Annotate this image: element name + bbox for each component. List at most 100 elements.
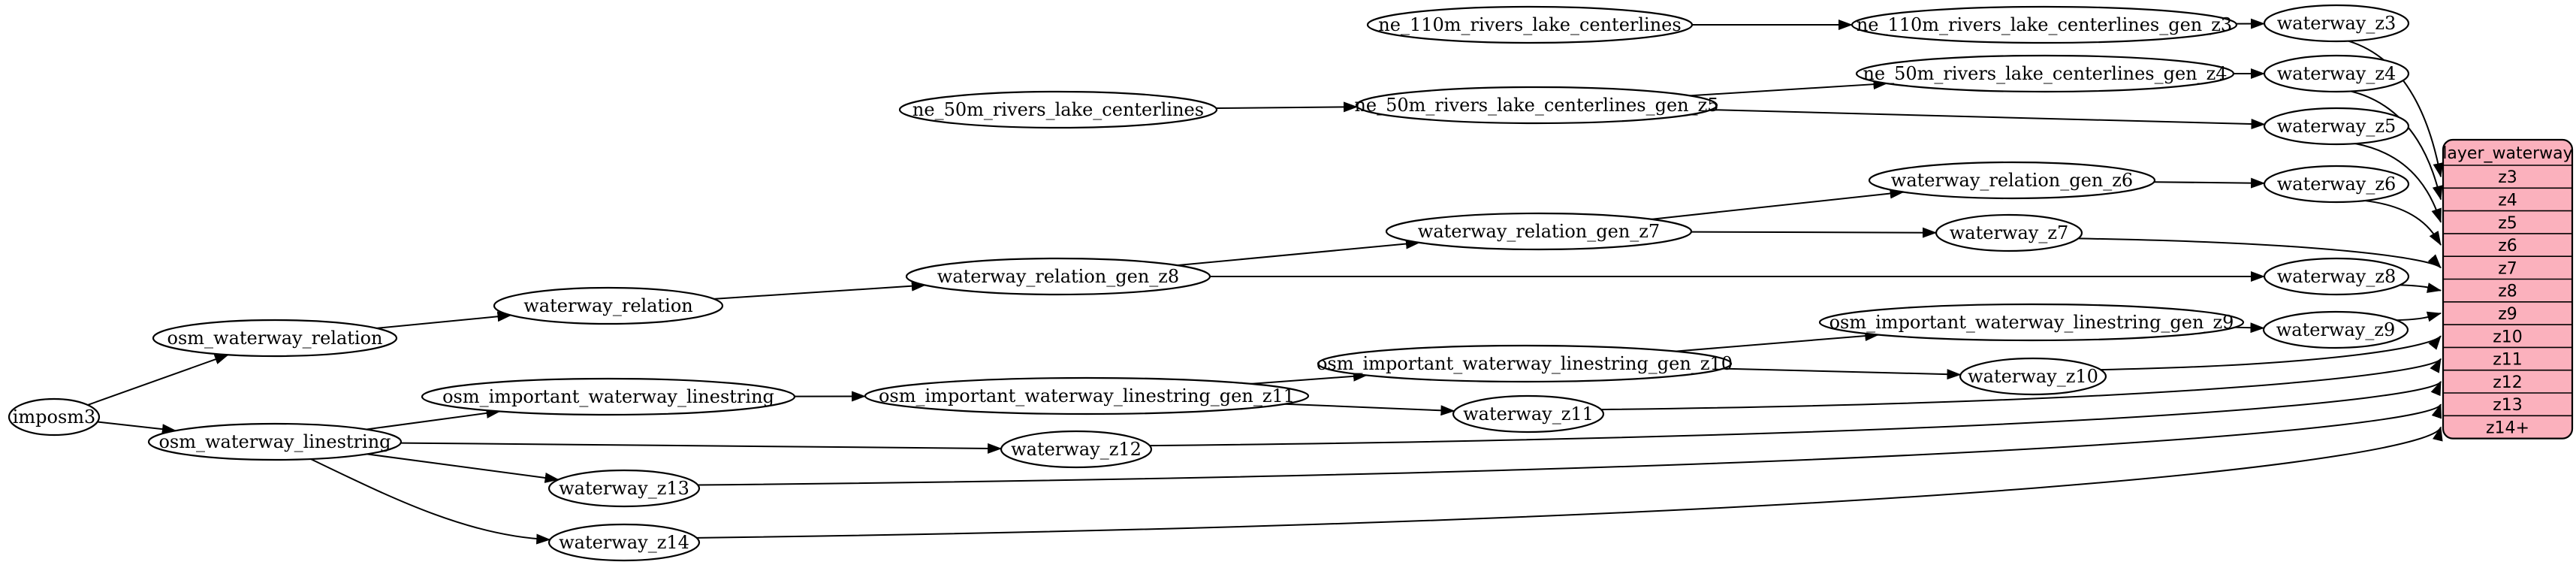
node-shape-osm_important_waterway_linestring_gen_z11 — [864, 376, 1310, 415]
edge-osm_important_waterway_linestring_gen_z10-to-waterway_z10 — [1723, 367, 1962, 380]
node-shape-waterway_relation_gen_z6 — [1868, 161, 2156, 200]
node-shape-waterway_z5 — [2263, 107, 2410, 146]
edge-osm_waterway_relation-to-waterway_relation — [376, 311, 512, 329]
node-label-waterway_relation_gen_z7: waterway_relation_gen_z7 — [1418, 221, 1660, 242]
edge-waterway_relation_gen_z8-to-waterway_relation_gen_z7 — [1177, 238, 1420, 267]
node-label-waterway_z12: waterway_z12 — [1011, 439, 1142, 460]
node-osm_important_waterway_linestring_gen_z10: osm_important_waterway_linestring_gen_z1… — [1317, 344, 1733, 383]
node-shape-ne_110m_rivers_lake_centerlines — [1366, 5, 1694, 44]
edge-imposm3-to-osm_waterway_linestring — [97, 421, 176, 435]
node-waterway_z11: waterway_z11 — [1452, 394, 1605, 434]
node-shape-osm_waterway_relation — [152, 319, 398, 358]
edge-waterway_z14-to-z14+ — [696, 426, 2443, 539]
layer-waterway-table: layer_waterwayz3z4z5z6z7z8z9z10z11z12z13… — [2442, 138, 2574, 440]
edge-waterway_z12-to-z12 — [1149, 380, 2442, 447]
node-waterway_relation: waterway_relation — [493, 286, 724, 325]
node-label-osm_important_waterway_linestring_gen_z9: osm_important_waterway_linestring_gen_z9 — [1829, 312, 2234, 333]
node-label-osm_important_waterway_linestring_gen_z10: osm_important_waterway_linestring_gen_z1… — [1317, 353, 1733, 374]
node-waterway_z13: waterway_z13 — [547, 469, 701, 508]
edge-waterway_z11-to-z11 — [1600, 358, 2442, 411]
node-shape-waterway_z11 — [1452, 394, 1605, 434]
node-shape-waterway_z7 — [1935, 213, 2083, 252]
node-label-waterway_relation_gen_z6: waterway_relation_gen_z6 — [1891, 170, 2133, 191]
node-label-waterway_z8: waterway_z8 — [2277, 266, 2397, 287]
node-shape-waterway_z6 — [2263, 165, 2410, 204]
node-label-waterway_z11: waterway_z11 — [1463, 403, 1594, 425]
edge-waterway_z13-to-z13 — [698, 403, 2442, 486]
node-label-waterway_z7: waterway_z7 — [1950, 222, 2069, 243]
node-shape-waterway_relation_gen_z7 — [1385, 212, 1693, 251]
table-row-z9: z9 — [2498, 305, 2517, 324]
table-row-z11: z11 — [2493, 351, 2523, 370]
node-waterway_z5: waterway_z5 — [2263, 107, 2410, 146]
table-row-z8: z8 — [2498, 282, 2517, 301]
node-label-ne_50m_rivers_lake_centerlines: ne_50m_rivers_lake_centerlines — [912, 99, 1204, 120]
node-waterway_z8: waterway_z8 — [2263, 257, 2410, 296]
node-waterway_z9: waterway_z9 — [2262, 310, 2409, 349]
node-shape-imposm3 — [8, 397, 101, 437]
node-shape-ne_50m_rivers_lake_centerlines_gen_z5 — [1355, 86, 1718, 125]
edge-waterway_z9-to-z9 — [2397, 311, 2442, 322]
node-label-waterway_z14: waterway_z14 — [559, 532, 689, 553]
node-osm_waterway_linestring: osm_waterway_linestring — [147, 422, 403, 461]
node-imposm3: imposm3 — [8, 397, 101, 437]
nodes-layer: imposm3osm_waterway_relationosm_waterway… — [8, 4, 2410, 562]
edge-waterway_z6-to-z6 — [2364, 200, 2442, 246]
node-label-waterway_z3: waterway_z3 — [2277, 13, 2397, 34]
table-title: layer_waterway — [2442, 144, 2572, 163]
node-osm_important_waterway_linestring_gen_z11: osm_important_waterway_linestring_gen_z1… — [864, 376, 1310, 415]
table-row-z14+: z14+ — [2486, 418, 2529, 437]
edge-osm_waterway_linestring-to-waterway_z12 — [400, 442, 1003, 454]
node-shape-waterway_z14 — [547, 523, 701, 562]
edge-waterway_z10-to-z10 — [2101, 335, 2442, 371]
node-waterway_z3: waterway_z3 — [2263, 4, 2410, 43]
edge-waterway_z5-to-z5 — [2355, 143, 2442, 223]
node-label-waterway_z4: waterway_z4 — [2277, 63, 2397, 84]
edge-ne_50m_rivers_lake_centerlines_gen_z5-to-waterway_z5 — [1711, 109, 2266, 130]
edge-ne_50m_rivers_lake_centerlines_gen_z5-to-ne_50m_rivers_lake_centerlines_gen_z4 — [1689, 79, 1888, 97]
node-shape-ne_110m_rivers_lake_centerlines_gen_z3 — [1851, 5, 2238, 44]
node-shape-osm_important_waterway_linestring — [421, 377, 796, 416]
node-shape-waterway_z10 — [1959, 357, 2107, 396]
node-label-ne_110m_rivers_lake_centerlines: ne_110m_rivers_lake_centerlines — [1378, 14, 1681, 35]
node-label-osm_important_waterway_linestring: osm_important_waterway_linestring — [442, 386, 774, 407]
edge-waterway_z7-to-z7 — [2078, 237, 2442, 269]
node-waterway_z7: waterway_z7 — [1935, 213, 2083, 252]
node-label-waterway_z5: waterway_z5 — [2277, 116, 2397, 137]
node-shape-waterway_z9 — [2262, 310, 2409, 349]
table-row-z5: z5 — [2498, 214, 2517, 233]
edge-waterway_relation_gen_z7-to-waterway_z7 — [1691, 227, 1938, 238]
node-shape-osm_waterway_linestring — [147, 422, 403, 461]
node-waterway_z6: waterway_z6 — [2263, 165, 2410, 204]
node-waterway_z4: waterway_z4 — [2263, 54, 2410, 93]
node-shape-waterway_z13 — [547, 469, 701, 508]
table-row-z4: z4 — [2498, 191, 2517, 210]
edge-osm_important_waterway_linestring_gen_z11-to-waterway_z11 — [1284, 403, 1455, 416]
table-row-z13: z13 — [2493, 396, 2523, 415]
edge-waterway_z4-to-z4 — [2351, 90, 2443, 201]
edge-osm_important_waterway_linestring_gen_z10-to-osm_important_waterway_linestring_gen_z9 — [1675, 331, 1880, 352]
node-ne_110m_rivers_lake_centerlines_gen_z3: ne_110m_rivers_lake_centerlines_gen_z3 — [1851, 5, 2238, 44]
edge-osm_waterway_linestring-to-osm_important_waterway_linestring — [366, 407, 501, 431]
edges-layer — [87, 18, 2444, 545]
node-label-osm_waterway_linestring: osm_waterway_linestring — [158, 431, 391, 452]
node-ne_50m_rivers_lake_centerlines_gen_z5: ne_50m_rivers_lake_centerlines_gen_z5 — [1354, 86, 1719, 125]
node-ne_110m_rivers_lake_centerlines: ne_110m_rivers_lake_centerlines — [1366, 5, 1694, 44]
edge-waterway_z8-to-z8 — [2400, 282, 2442, 293]
node-waterway_z14: waterway_z14 — [547, 523, 701, 562]
edge-osm_important_waterway_linestring_gen_z11-to-osm_important_waterway_linestring_gen_z10 — [1250, 370, 1368, 385]
edge-osm_waterway_linestring-to-waterway_z14 — [310, 458, 551, 545]
table-row-z10: z10 — [2493, 328, 2523, 346]
node-shape-osm_important_waterway_linestring_gen_z9 — [1818, 303, 2245, 342]
node-waterway_z12: waterway_z12 — [1000, 430, 1153, 469]
node-ne_50m_rivers_lake_centerlines_gen_z4: ne_50m_rivers_lake_centerlines_gen_z4 — [1855, 54, 2235, 93]
table-row-z7: z7 — [2498, 259, 2517, 278]
node-osm_important_waterway_linestring: osm_important_waterway_linestring — [421, 377, 796, 416]
edge-ne_50m_rivers_lake_centerlines-to-ne_50m_rivers_lake_centerlines_gen_z5 — [1216, 101, 1359, 113]
table-background — [2442, 138, 2574, 440]
node-waterway_z10: waterway_z10 — [1959, 357, 2107, 396]
node-shape-waterway_relation_gen_z8 — [905, 257, 1211, 296]
table-row-z6: z6 — [2498, 237, 2517, 255]
